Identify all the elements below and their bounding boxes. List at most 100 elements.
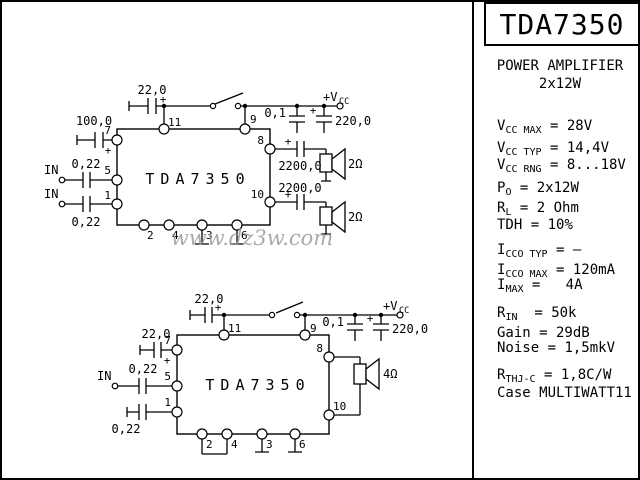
spec-noise: Noise = 1,5mkV: [497, 340, 615, 356]
spec-value: = 29dB: [530, 325, 590, 341]
pin-number-10: 10: [251, 188, 264, 201]
spec-icco-typ: ICCO TYP = –: [497, 242, 582, 260]
pin-number-7: 7: [104, 124, 111, 137]
watermark: www.dz3w.com: [171, 226, 333, 250]
pin-number-5: 5: [164, 370, 171, 383]
subtitle-output-power: 2x12W: [538, 76, 582, 92]
part-title: TDA7350: [499, 7, 625, 41]
junction-dot: [321, 103, 327, 109]
spec-subscript: CC MAX: [505, 125, 542, 136]
switch-terminal: [234, 102, 242, 110]
spec-rl: RL = 2 Ohm: [497, 200, 579, 218]
pin-number-3: 3: [266, 438, 273, 451]
speaker-label: 2Ω: [348, 157, 362, 171]
switch-lever: [214, 92, 244, 105]
cap-label: 2200,0: [278, 181, 321, 195]
pin-circle-10: [264, 196, 276, 208]
plus-mark: +: [164, 354, 171, 367]
pin-number-9: 9: [250, 113, 257, 126]
spec-value: = 2 Ohm: [511, 200, 579, 216]
pin-circle-11: [218, 329, 230, 341]
ic-label: TDA7350: [205, 376, 310, 394]
pin-circle-3: [196, 219, 208, 231]
pin-number-2: 2: [147, 229, 154, 242]
speaker-body: [353, 363, 367, 385]
cap-decouple: [347, 315, 363, 341]
spec-subscript: CCO TYP: [505, 249, 548, 260]
ic-label: TDA7350: [145, 170, 250, 188]
pin-number-11: 11: [228, 322, 241, 335]
switch-terminal: [268, 311, 276, 319]
junction-dot: [161, 103, 167, 109]
pin-circle-5: [171, 380, 183, 392]
junction-dot: [302, 312, 308, 318]
pin-circle-9: [299, 329, 311, 341]
pin-circle-4: [163, 219, 175, 231]
input-bottom-wire: [65, 196, 117, 212]
input-bottom-wire: [126, 404, 177, 420]
schematic-drawing: TDA7350 22,0 + 11 9 0,1 + 220,0 +V CC 10…: [44, 83, 428, 455]
cap-decouple: [289, 106, 305, 133]
spec-vcc-max: VCC MAX = 28V: [497, 118, 593, 136]
pin-number-5: 5: [104, 164, 111, 177]
input-top-wire: [65, 172, 117, 188]
output-top-wire: [270, 141, 331, 182]
ground-pins: [195, 230, 244, 245]
spec-subscript: CCO MAX: [505, 269, 548, 280]
cap-label: 22,0: [138, 83, 167, 97]
junction-dot: [378, 312, 384, 318]
cap-label: 22,0: [195, 292, 224, 306]
subtitle-power-amplifier: POWER AMPLIFIER: [496, 58, 624, 74]
switch-terminal: [293, 311, 301, 319]
cap-label: 22,0: [142, 327, 171, 341]
vcc-label-sub: CC: [339, 97, 349, 107]
spec-symbol: R: [497, 200, 506, 216]
plus-mark: +: [160, 93, 167, 106]
pin-circle-4: [221, 428, 233, 440]
spec-vcc-typ: VCC TYP = 14,4V: [497, 140, 609, 158]
spec-symbol: Noise: [497, 340, 540, 356]
spec-value: = –: [547, 242, 582, 258]
spec-value: = 28V: [541, 118, 593, 134]
spec-symbol: V: [497, 118, 506, 134]
input-terminal: [58, 176, 66, 184]
spec-value: MULTIWATT11: [530, 385, 632, 401]
input-top-wire: [118, 378, 177, 394]
pin-number-4: 4: [231, 438, 238, 451]
pin-number-4: 4: [172, 229, 179, 242]
input-terminal: [111, 382, 119, 390]
pin-number-3: 3: [206, 229, 213, 242]
spec-vcc-rng: VCC RNG = 8...18V: [497, 157, 626, 175]
pin2-pin4-jumper: [201, 439, 228, 455]
spec-symbol: Case: [497, 385, 531, 401]
cap-label: 0,22: [129, 362, 158, 376]
spec-value: = 1,5mkV: [539, 340, 616, 356]
pin-number-11: 11: [168, 116, 181, 129]
spec-rin: RIN = 50k: [497, 305, 577, 323]
circuit-top: TDA7350 22,0 + 11 9 0,1 + 220,0 +V CC 10…: [44, 83, 371, 245]
cap-label: 0,22: [112, 422, 141, 436]
input-label: IN: [44, 187, 58, 201]
cap-bulk: [316, 106, 332, 133]
ground-pins: [255, 439, 302, 453]
pin-number-6: 6: [241, 229, 248, 242]
plus-mark: +: [105, 144, 112, 157]
pin-circle-3: [256, 428, 268, 440]
spec-symbol: I: [497, 262, 506, 278]
plus-mark: +: [367, 312, 374, 325]
speaker-top-body: [319, 153, 333, 173]
cap-label: 100,0: [76, 114, 112, 128]
wire-pin11-cap: [128, 98, 213, 129]
vcc-label-sub: CC: [399, 306, 409, 316]
spec-value: = 120mA: [547, 262, 616, 278]
pin-circle-5: [111, 174, 123, 186]
cap-label: 0,1: [264, 106, 286, 120]
pin-number-6: 6: [299, 438, 306, 451]
spec-po: PO = 2x12W: [497, 180, 579, 198]
switch-lever: [275, 301, 304, 314]
cap-pin7: [139, 342, 177, 358]
plus-mark: +: [285, 135, 292, 148]
spec-subscript: MAX: [505, 284, 524, 295]
pin-number-10: 10: [333, 400, 346, 413]
